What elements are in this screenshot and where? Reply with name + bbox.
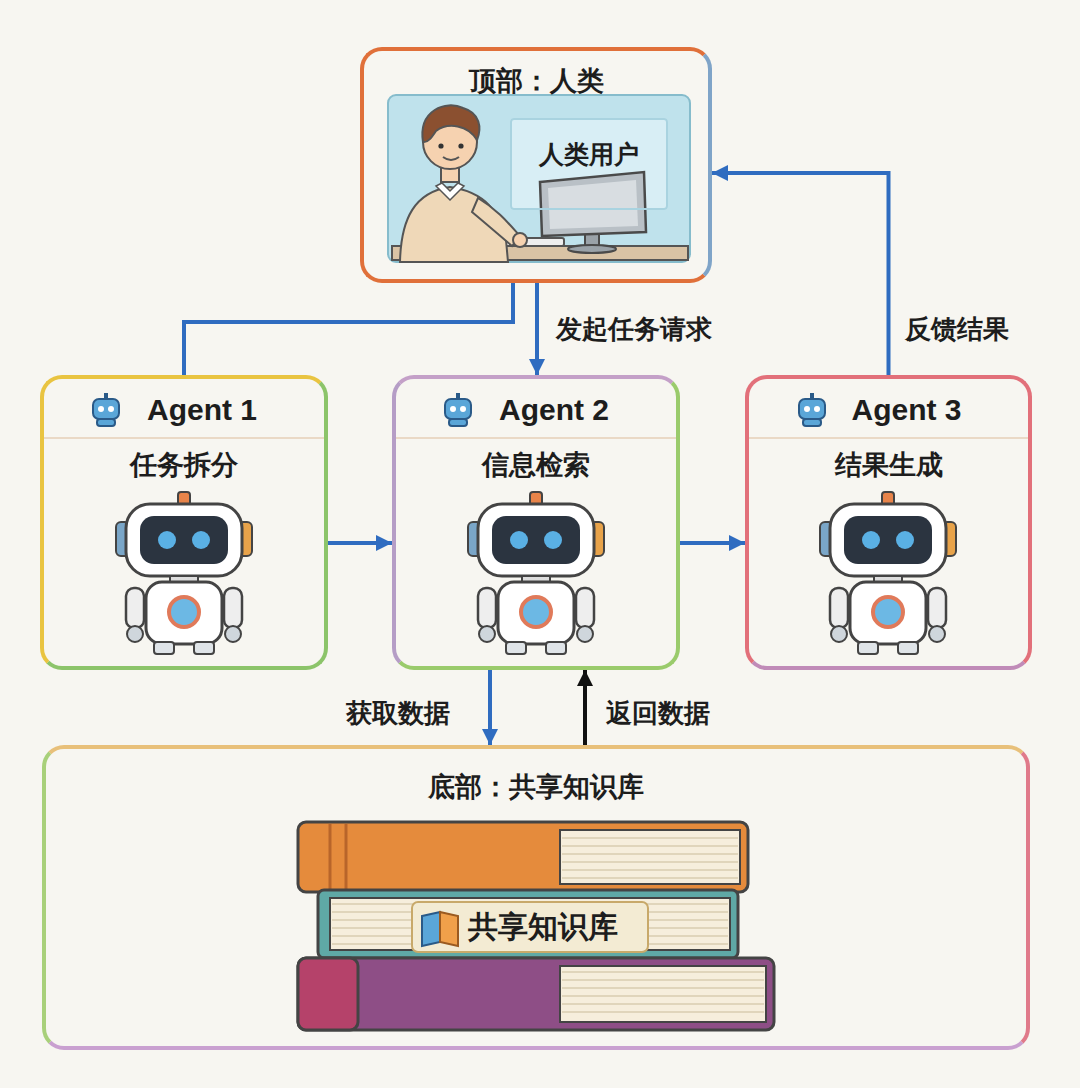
agent-box: Agent 2 信息检索 [392, 375, 680, 670]
page-line [562, 861, 738, 863]
book-label-plate [412, 902, 648, 952]
knowledge-base-panel: 底部：共享知识库 [42, 745, 1030, 1050]
page-line [562, 877, 738, 879]
page-line [562, 971, 764, 973]
agent-box: Agent 3 结果生成 [745, 375, 1032, 670]
page-line [562, 979, 764, 981]
node-title: 顶部：人类 [469, 51, 604, 99]
connector-arrow [488, 670, 492, 745]
node-text: 任务拆分 [130, 447, 238, 483]
robot-icon [445, 393, 471, 426]
robot-icon [93, 393, 119, 426]
page-line [562, 837, 738, 839]
node-title: Agent 1 [147, 393, 257, 427]
connector-arrow [328, 541, 392, 545]
page-line [562, 987, 764, 989]
header-divider: Agent 2 [396, 379, 676, 439]
robot-figure [116, 492, 252, 654]
book [318, 890, 738, 958]
book-stack [298, 822, 774, 1030]
connector-arrow [583, 670, 587, 745]
book-label: 共享知识库 [468, 907, 618, 948]
edge-label: 返回数据 [603, 695, 713, 732]
connector-arrow [680, 541, 745, 545]
connector-arrow [712, 173, 889, 375]
human-panel: 顶部：人类人类用户 [360, 47, 712, 283]
connector-arrow [184, 283, 513, 375]
page-line [562, 845, 738, 847]
agent-box: Agent 1 任务拆分 [40, 375, 328, 670]
book [298, 958, 774, 1030]
node-text: 结果生成 [835, 447, 943, 483]
edge-label: 反馈结果 [902, 311, 1012, 348]
robot-figure [820, 492, 956, 654]
connector-arrow [535, 283, 539, 375]
robots [93, 393, 956, 654]
scene-panel [388, 95, 690, 262]
edge-label: 发起任务请求 [553, 311, 715, 348]
page-line [562, 1011, 764, 1013]
edge-label: 获取数据 [343, 695, 453, 732]
header-divider: Agent 1 [44, 379, 324, 439]
node-title: Agent 3 [851, 393, 961, 427]
user-illustration [388, 95, 690, 262]
person [400, 105, 527, 262]
page-line [562, 1003, 764, 1005]
node-text: 信息检索 [482, 447, 590, 483]
node-title: 人类用户 [539, 120, 639, 171]
header-divider: Agent 3 [749, 379, 1028, 439]
page-line [562, 995, 764, 997]
book [298, 822, 748, 892]
robot-icon [799, 393, 825, 426]
book-icon [422, 912, 458, 946]
user-box: 人类用户 [510, 118, 668, 210]
robot-figure [468, 492, 604, 654]
node-title: 底部：共享知识库 [428, 749, 644, 805]
node-title: Agent 2 [499, 393, 609, 427]
page-line [562, 853, 738, 855]
page-line [562, 869, 738, 871]
